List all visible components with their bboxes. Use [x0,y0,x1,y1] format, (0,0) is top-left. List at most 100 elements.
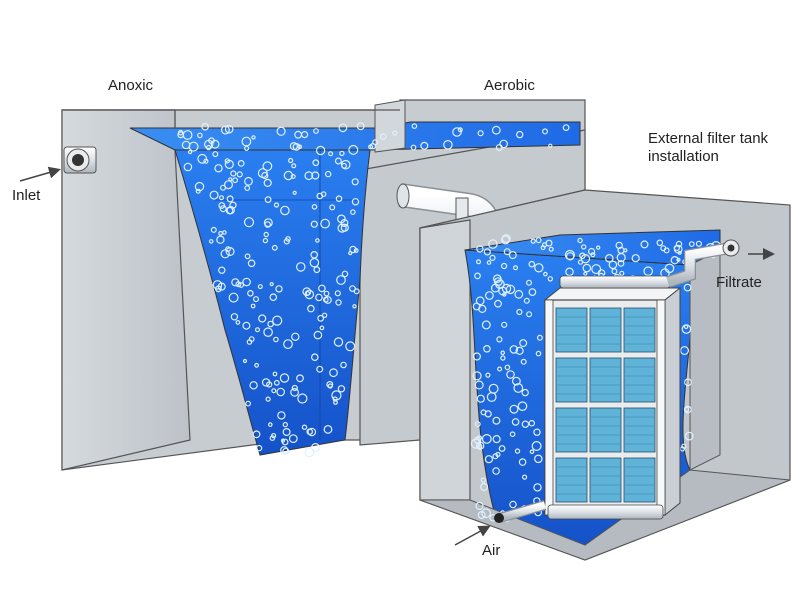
membrane-panel [555,307,588,353]
air-bubble-icon [484,455,493,464]
air-bubble-icon [188,141,199,152]
air-bubble-icon [219,205,227,213]
air-bubble-icon [499,139,509,149]
air-bubble-icon [472,371,482,381]
air-bubble-icon [477,511,486,520]
air-bubble-icon [498,445,506,452]
air-bubble-icon [541,128,548,135]
air-bubble-icon [224,124,234,134]
air-bubble-icon [548,143,553,148]
air-bubble-icon [526,311,533,318]
air-bubble-icon [348,251,353,256]
air-bubble-icon [236,171,243,178]
air-bubble-icon [474,421,481,428]
air-bubble-icon [475,501,484,510]
air-bubble-icon [177,122,570,458]
air-bubble-icon [521,388,529,397]
air-bubble-icon [536,334,543,341]
air-bubble-icon [535,350,542,357]
inlet-pipe [63,146,97,174]
air-bubble-icon [480,409,487,416]
air-bubble-icon [656,239,664,247]
air-bubble-icon [235,320,241,325]
air-bubble-icon [244,176,253,186]
air-bubble-icon [252,430,261,439]
air-bubble-icon [480,477,486,483]
air-bubble-icon [247,259,256,268]
air-bubble-icon [232,177,239,184]
air-bubble-icon [338,123,348,133]
air-bubble-icon [291,332,300,341]
air-bubble-icon [474,272,481,280]
air-bubble-icon [283,238,290,245]
air-bubble-icon [452,127,462,137]
air-bubble-icon [514,289,524,299]
air-bubble-icon [291,163,297,169]
air-bubble-icon [320,191,327,197]
air-bubble-icon [254,362,260,368]
air-bubble-icon [497,366,503,372]
air-bubble-icon [516,130,524,139]
air-bubble-icon [290,387,300,397]
air-bubble-icon [351,198,360,206]
air-bubble-icon [244,185,251,192]
air-bubble-icon [608,260,618,270]
air-bubble-icon [329,204,336,211]
air-bubble-icon [515,346,524,355]
air-bubble-icon [564,249,576,261]
air-bubble-icon [282,428,291,437]
air-bubble-icon [316,365,324,373]
air-bubble-icon [485,372,491,378]
air-bubble-icon [311,204,318,210]
air-bubble-icon [258,314,267,323]
air-bubble-icon [502,292,507,297]
air-bubble-icon [224,158,230,164]
air-bubble-icon [277,411,286,420]
air-bubble-icon [296,374,304,383]
air-bubble-icon [242,358,248,364]
air-bubble-icon [520,358,527,365]
air-bubble-icon [579,252,586,260]
air-bubble-icon [496,336,503,343]
air-bubble-icon [509,431,516,438]
air-bubble-icon [476,394,485,403]
air-bubble-icon [410,144,417,151]
air-bubble-icon [230,170,237,177]
air-bubble-icon [533,483,542,492]
air-bubble-icon [244,253,251,260]
air-bubble-icon [311,171,320,180]
air-bubble-icon [318,284,326,293]
air-bubble-icon [623,248,628,253]
air-bubble-icon [617,260,625,267]
membrane-panel [623,307,656,353]
air-bubble-icon [577,237,583,244]
air-bubble-icon [631,254,640,263]
air-bubble-icon [231,278,240,287]
air-bubble-icon [509,500,517,509]
air-bubble-icon [528,260,536,268]
air-bubble-icon [505,284,516,295]
air-bubble-icon [677,250,682,255]
air-bubble-icon [276,387,286,397]
air-bubble-icon [369,142,376,150]
air-bubble-icon [511,418,520,426]
air-bubble-icon [548,246,554,252]
air-bubble-icon [261,171,269,180]
air-bubble-icon [210,226,217,233]
air-bubble-icon [486,260,492,265]
air-bubble-icon [282,447,290,455]
air-bubble-icon [517,401,528,411]
air-bubble-icon [321,312,328,318]
air-bubble-icon [349,285,356,293]
air-bubble-icon [337,385,346,393]
air-bubble-icon [317,314,325,322]
air-bubble-icon [501,262,508,270]
air-bubble-icon [313,266,321,274]
air-bubble-icon [512,265,518,271]
air-bubble-icon [334,290,341,297]
air-bubble-icon [481,320,491,330]
air-bubble-icon [292,190,297,195]
air-bubble-icon [503,248,511,256]
filter-tank-left-wall [419,219,471,501]
